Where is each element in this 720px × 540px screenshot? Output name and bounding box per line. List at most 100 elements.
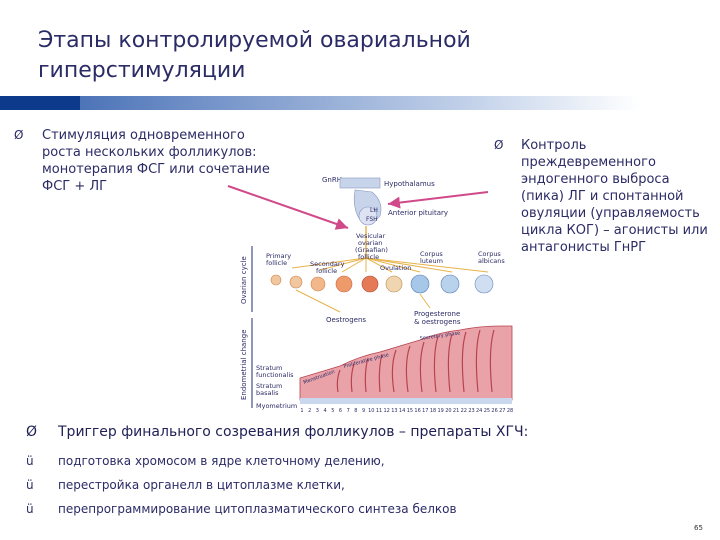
day-tick-label: 13 xyxy=(391,408,397,414)
hormone-line xyxy=(365,257,453,273)
hormone-output-line xyxy=(419,293,431,309)
hypothalamus-label: Hypothalamus xyxy=(384,180,435,188)
day-tick-label: 25 xyxy=(484,408,490,414)
primary-follicle-label: Primary xyxy=(266,252,291,260)
follicle-stage xyxy=(310,276,326,292)
day-tick-label: 17 xyxy=(422,408,428,414)
endometrium-layer xyxy=(299,325,513,401)
day-tick-label: 20 xyxy=(445,408,451,414)
arrow-bullet-icon: Ø xyxy=(494,138,504,152)
arrow-bullet-icon: Ø xyxy=(14,128,24,142)
day-tick-label: 2 xyxy=(308,408,311,414)
list-item: ü перестройка органелл в цитоплазме клет… xyxy=(22,478,662,502)
stratum-functionalis-label-2: functionalis xyxy=(256,371,294,379)
ovarian-cycle-label: Ovarian cycle xyxy=(240,256,248,304)
day-tick-label: 7 xyxy=(347,408,350,414)
follicle-stage xyxy=(270,274,282,286)
progesterone-label-2: & oestrogens xyxy=(414,318,461,326)
list-item-text: перепрограммирование цитоплазматического… xyxy=(58,502,457,516)
corpus-luteum-label: Corpus xyxy=(420,250,443,258)
corpus-albicans-label: Corpus xyxy=(478,250,501,258)
bottom-bullet-list: Ø Триггер финального созревания фолликул… xyxy=(22,424,662,526)
list-item: ü перепрограммирование цитоплазматическо… xyxy=(22,502,662,526)
day-tick-label: 24 xyxy=(476,408,482,414)
day-tick-label: 23 xyxy=(468,408,474,414)
follicle-stage xyxy=(361,275,379,293)
day-tick-label: 3 xyxy=(316,408,319,414)
oestrogens-label: Oestrogens xyxy=(326,316,366,324)
hormone-line xyxy=(291,257,367,269)
day-tick-label: 26 xyxy=(491,408,497,414)
day-tick-label: 28 xyxy=(507,408,513,414)
myometrium-label: Myometrium xyxy=(256,402,297,410)
right-bullet-text: Контроль преждевременного эндогенного вы… xyxy=(521,138,708,255)
pituitary-gland xyxy=(358,206,378,226)
stratum-basalis-label-2: basalis xyxy=(256,389,279,397)
slide-title: Этапы контролируемой овариальной гиперст… xyxy=(38,28,471,83)
primary-follicle-label-2: follicle xyxy=(266,259,287,267)
list-item-text: подготовка хромосом в ядре клеточному де… xyxy=(58,454,385,468)
arrow-bullet-icon: Ø xyxy=(26,424,38,440)
day-tick-label: 19 xyxy=(438,408,444,414)
bottom-main-text: Триггер финального созревания фолликулов… xyxy=(58,424,529,440)
day-tick-label: 15 xyxy=(407,408,413,414)
title-bar-gradient xyxy=(80,96,640,110)
day-tick-label: 1 xyxy=(300,408,303,414)
hormone-line xyxy=(319,257,367,271)
title-bar-solid xyxy=(0,96,80,110)
bottom-main-bullet: Ø Триггер финального созревания фолликул… xyxy=(22,424,662,454)
ovulation-label: Ovulation xyxy=(380,264,411,272)
day-tick-label: 8 xyxy=(354,408,357,414)
stratum-basalis-label: Stratum xyxy=(256,382,282,390)
list-item-text: перестройка органелл в цитоплазме клетки… xyxy=(58,478,345,492)
page-number: 65 xyxy=(694,524,703,532)
progesterone-label: Progesterone xyxy=(414,310,460,318)
follicle-stage xyxy=(385,275,403,293)
pointer-arrow-right xyxy=(387,191,489,209)
day-tick-label: 10 xyxy=(368,408,374,414)
follicle-stage xyxy=(335,275,353,293)
phase-label-secretory: Secretory phase xyxy=(419,330,460,342)
secondary-follicle-label: Secondary xyxy=(310,260,345,268)
follicle-stage xyxy=(289,275,303,289)
lh-label: LH xyxy=(370,207,378,214)
follicle-label: follicle xyxy=(358,253,379,261)
day-tick-label: 6 xyxy=(339,408,342,414)
corpus-albicans-label-2: albicans xyxy=(478,257,505,265)
day-tick-label: 27 xyxy=(499,408,505,414)
day-tick-label: 9 xyxy=(362,408,365,414)
ovarian-label: ovarian xyxy=(358,239,382,247)
graafian-label: (Graafian) xyxy=(355,246,388,254)
hormone-line xyxy=(365,257,393,273)
list-item: ü подготовка хромосом в ядре клеточному … xyxy=(22,454,662,478)
secondary-follicle-label-2: follicle xyxy=(316,267,337,275)
gnrh-box xyxy=(339,177,381,189)
anterior-pituitary-label: Anterior pituitary xyxy=(388,209,448,217)
day-tick-label: 14 xyxy=(399,408,405,414)
vesicular-label: Vesicular xyxy=(356,232,386,240)
day-tick-label: 16 xyxy=(414,408,420,414)
left-bullet-text: Стимуляция одновременного роста нескольк… xyxy=(42,128,270,194)
day-tick-label: 18 xyxy=(430,408,436,414)
day-tick-label: 22 xyxy=(461,408,467,414)
follicle-stage xyxy=(440,274,460,294)
hormone-line xyxy=(365,257,489,273)
endometrial-change-label: Endometrial change xyxy=(240,330,248,401)
day-tick-label: 11 xyxy=(376,408,382,414)
gnrh-label: GnRH xyxy=(322,176,342,184)
title-underline-bar xyxy=(0,96,720,110)
hormone-output-line xyxy=(295,289,341,313)
fsh-label: FSH xyxy=(366,216,378,223)
pointer-arrow-left xyxy=(227,185,349,230)
hormone-line xyxy=(365,257,421,273)
day-tick-label: 12 xyxy=(384,408,390,414)
endometrial-glands xyxy=(336,329,495,393)
day-tick-label: 5 xyxy=(331,408,334,414)
stratum-functionalis-label: Stratum xyxy=(256,364,282,372)
day-tick-label: 4 xyxy=(324,408,327,414)
corpus-luteum-label-2: luteum xyxy=(420,257,443,265)
follicle-stage xyxy=(410,274,430,294)
myometrium-layer xyxy=(300,398,512,404)
